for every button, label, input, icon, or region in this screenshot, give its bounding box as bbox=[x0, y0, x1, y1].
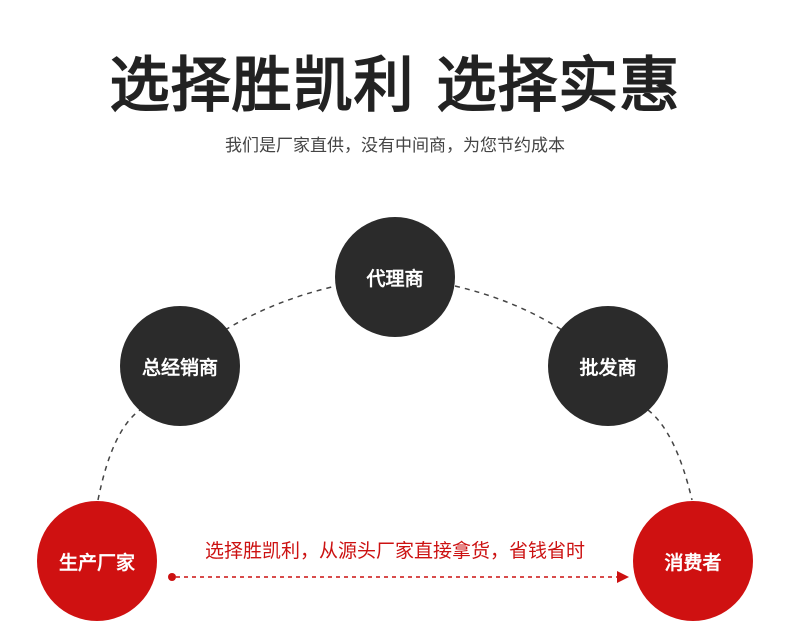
node-agent-label: 代理商 bbox=[366, 267, 424, 290]
node-agent: 代理商 bbox=[335, 217, 455, 337]
node-wholesaler: 批发商 bbox=[548, 306, 668, 426]
direct-route-label: 选择胜凯利，从源头厂家直接拿货，省钱省时 bbox=[204, 540, 585, 562]
arc-wholesale-to-consumer bbox=[647, 409, 693, 501]
node-general-distributor-label: 总经销商 bbox=[141, 356, 218, 379]
node-general-distributor: 总经销商 bbox=[120, 306, 240, 426]
node-consumer: 消费者 bbox=[633, 501, 753, 621]
route-arrow-head bbox=[617, 571, 629, 583]
subtitle: 我们是厂家直供，没有中间商，为您节约成本 bbox=[225, 136, 565, 156]
headline: 选择胜凯利 选择实惠 bbox=[109, 51, 681, 121]
node-factory-label: 生产厂家 bbox=[58, 551, 135, 574]
route-start-dot bbox=[168, 573, 176, 581]
node-consumer-label: 消费者 bbox=[664, 551, 722, 574]
arc-factory-to-general bbox=[97, 409, 141, 501]
node-factory: 生产厂家 bbox=[37, 501, 157, 621]
arc-general-to-agent bbox=[224, 285, 337, 331]
arc-agent-to-wholesale bbox=[454, 285, 563, 331]
node-wholesaler-label: 批发商 bbox=[579, 356, 637, 379]
